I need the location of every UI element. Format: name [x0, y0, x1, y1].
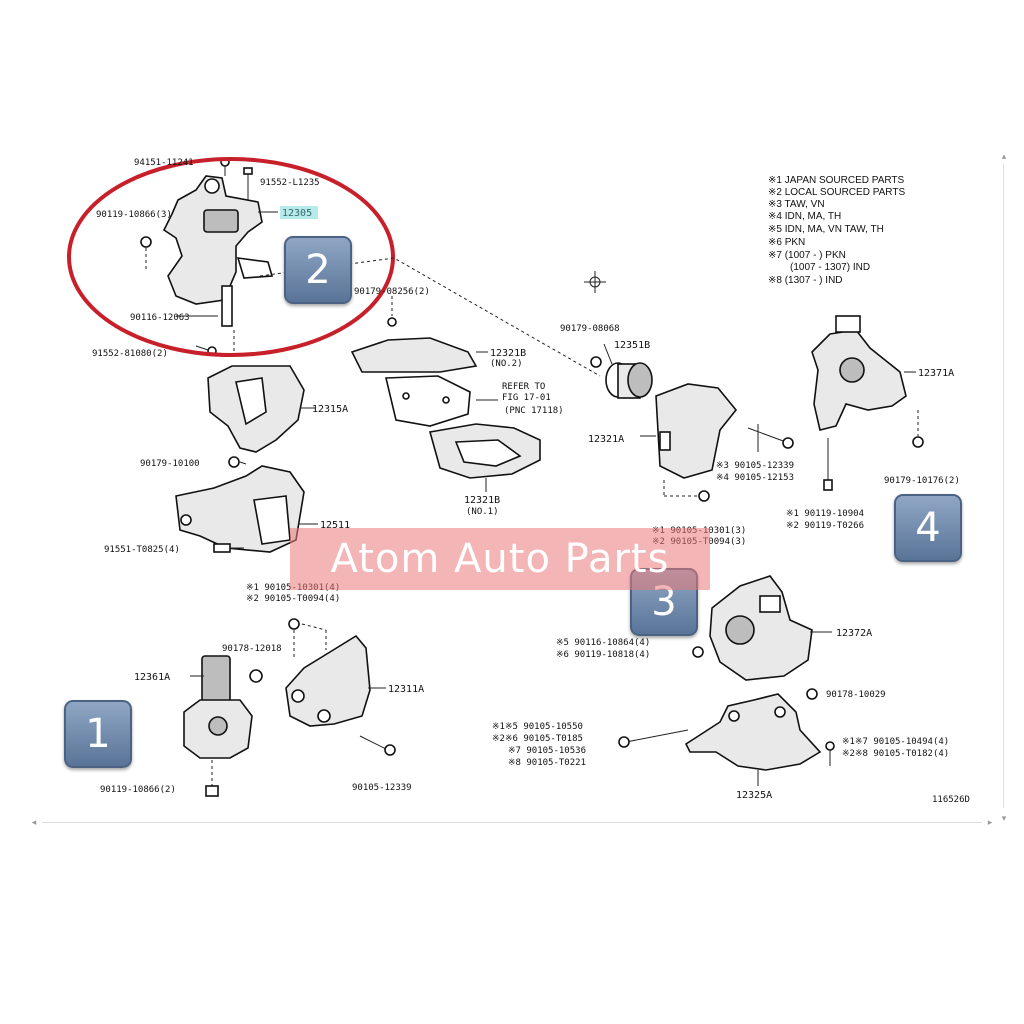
- label-90179-08256: 90179-08256(2): [354, 287, 430, 297]
- label-12305: 12305: [282, 208, 312, 219]
- label-90105-t0182: ※2※8 90105-T0182(4): [842, 749, 949, 759]
- part-12311a-bracket[interactable]: [285, 634, 386, 727]
- bolt-90105-10301: [663, 480, 710, 502]
- legend: ※1 JAPAN SOURCED PARTS ※2 LOCAL SOURCED …: [768, 175, 905, 286]
- bolt-90105-10494: [825, 741, 835, 766]
- scroll-right-icon[interactable]: ▸: [987, 816, 993, 827]
- label-90119-top: 90119-10866(3): [96, 210, 172, 220]
- label-90179-08068: 90179-08068: [560, 324, 620, 334]
- legend-line-1: ※1 JAPAN SOURCED PARTS: [768, 175, 905, 186]
- part-12511-bracket[interactable]: [175, 465, 318, 553]
- bolt-90105-12339-upper: [747, 427, 794, 449]
- legend-line-8: (1007 - 1307) IND: [790, 262, 870, 273]
- part-12321a-bracket[interactable]: [655, 383, 738, 479]
- label-91552-top: 91552-L1235: [260, 178, 320, 188]
- legend-line-3: ※3 TAW, VN: [768, 199, 825, 210]
- label-90105-10550: ※1※5 90105-10550: [492, 722, 583, 732]
- label-12325a: 12325A: [736, 790, 772, 801]
- label-90119-10866-lower: 90119-10866(2): [100, 785, 176, 795]
- badge-1: 1: [64, 700, 132, 768]
- label-12321a: 12321A: [588, 434, 624, 445]
- label-12351b: 12351B: [614, 340, 650, 351]
- label-94151: 94151-11241: [134, 158, 194, 168]
- label-90105-10536: ※7 90105-10536: [508, 746, 586, 756]
- label-90105-12153: ※4 90105-12153: [716, 473, 794, 483]
- label-90179-10176: 90179-10176(2): [884, 476, 960, 486]
- label-90105-t0094-lower: ※2 90105-T0094(4): [246, 594, 340, 604]
- label-90178-12018: 90178-12018: [222, 644, 282, 654]
- bolt-90119-10904: [823, 438, 833, 491]
- part-12321b-no2[interactable]: [350, 337, 488, 427]
- label-12372a: 12372A: [836, 628, 872, 639]
- label-90119-10818: ※6 90119-10818(4): [556, 650, 650, 660]
- label-90105-t0221: ※8 90105-T0221: [508, 758, 586, 768]
- bolt-90105-10301-lower: [288, 618, 327, 660]
- label-90119-10904: ※1 90119-10904: [786, 509, 864, 519]
- label-12315a: 12315A: [312, 404, 348, 415]
- legend-line-6: ※6 PKN: [768, 237, 805, 248]
- bolt-90105-12339-lower: [359, 735, 396, 756]
- label-91552-bottom: 91552-81080(2): [92, 349, 168, 359]
- label-refer-2: FIG 17-01: [502, 393, 551, 403]
- figure-code: 116526D: [932, 795, 970, 805]
- label-12511: 12511: [320, 520, 350, 531]
- nut-90119-left: [140, 236, 152, 270]
- scroll-down-icon[interactable]: ▾: [1001, 812, 1007, 823]
- label-12321b-no2-sub: (NO.2): [490, 359, 523, 369]
- part-number-highlight: [280, 206, 318, 219]
- label-refer-1: REFER TO: [502, 382, 545, 392]
- legend-line-4: ※4 IDN, MA, TH: [768, 211, 841, 222]
- part-12325a-bracket[interactable]: [684, 693, 822, 786]
- label-90105-10494: ※1※7 90105-10494(4): [842, 737, 949, 747]
- horizontal-scrollbar[interactable]: [42, 822, 982, 823]
- label-90116: 90116-12063: [130, 313, 190, 323]
- bolt-91552-top: [243, 167, 253, 200]
- label-90119-t0266: ※2 90119-T0266: [786, 521, 864, 531]
- label-refer-3: (PNC 17118): [504, 406, 564, 416]
- vertical-scrollbar[interactable]: [1003, 164, 1004, 808]
- label-12321b-no2: 12321B: [490, 348, 526, 359]
- nut-90179-08068: [590, 356, 602, 368]
- part-12372a-mount[interactable]: [709, 575, 832, 681]
- legend-line-5: ※5 IDN, MA, VN TAW, TH: [768, 224, 884, 235]
- bolt-90105-10550: [618, 729, 689, 748]
- nut-90116-10864: [692, 646, 704, 658]
- bolt-90119-10866-lower: [205, 760, 219, 797]
- scroll-left-icon[interactable]: ◂: [31, 816, 37, 827]
- label-90178-10029: 90178-10029: [826, 690, 886, 700]
- nut-90179-10100: [228, 456, 240, 468]
- nut-90178-12018: [249, 669, 263, 683]
- part-12371a-mount[interactable]: [811, 315, 916, 431]
- part-12321b-no1[interactable]: [428, 423, 541, 492]
- label-90105-t0185: ※2※6 90105-T0185: [492, 734, 583, 744]
- nut-90178-10029: [806, 688, 818, 700]
- crosshair-icon: [584, 271, 606, 293]
- watermark-banner: Atom Auto Parts: [290, 528, 710, 590]
- label-12321b-no1: 12321B: [464, 495, 500, 506]
- part-12361a-mount[interactable]: [183, 655, 253, 759]
- part-12315a-bracket[interactable]: [207, 365, 316, 453]
- label-12321b-no1-sub: (NO.1): [466, 507, 499, 517]
- label-91551: 91551-T0825(4): [104, 545, 180, 555]
- part-12351b-bushing[interactable]: [605, 362, 653, 399]
- legend-line-7: ※7 (1007 - ) PKN: [768, 250, 846, 261]
- label-12311a: 12311A: [388, 684, 424, 695]
- label-90179-10100: 90179-10100: [140, 459, 200, 469]
- legend-line-9: ※8 (1307 - ) IND: [768, 275, 843, 286]
- highlight-circle: [67, 157, 395, 357]
- badge-4: 4: [894, 494, 962, 562]
- scroll-up-icon[interactable]: ▴: [1001, 150, 1007, 161]
- label-90105-12339-lower: 90105-12339: [352, 783, 412, 793]
- label-12371a: 12371A: [918, 368, 954, 379]
- label-90105-12339-upper: ※3 90105-12339: [716, 461, 794, 471]
- legend-line-2: ※2 LOCAL SOURCED PARTS: [768, 187, 905, 198]
- nut-90179-10176: [912, 410, 924, 448]
- badge-2: 2: [284, 236, 352, 304]
- label-12361a: 12361A: [134, 672, 170, 683]
- label-90116-10864: ※5 90116-10864(4): [556, 638, 650, 648]
- part-12305-engine-mount[interactable]: [162, 175, 274, 327]
- bolt-91551: [213, 543, 244, 553]
